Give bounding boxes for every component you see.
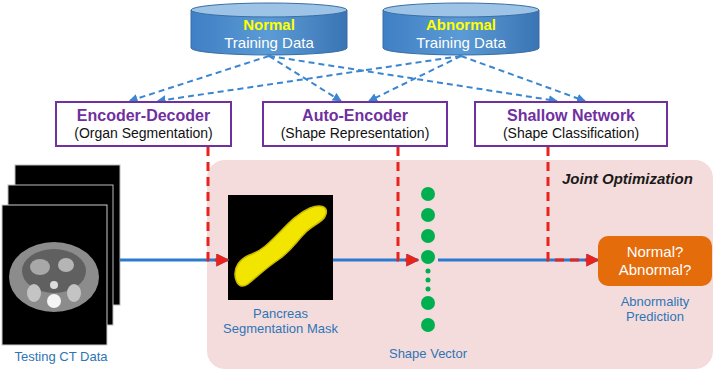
image-node: Pancreas Segmentation Mask — [228, 195, 333, 300]
optimization-arrow — [548, 147, 598, 260]
database-cylinder: AbnormalTraining Data — [382, 2, 540, 56]
box-subtitle: (Shape Representation) — [281, 125, 430, 142]
cylinder-title: Normal — [243, 16, 295, 34]
caption-label: Abnormality Prediction — [600, 294, 710, 324]
process-box: Encoder-Decoder(Organ Segmentation) — [55, 101, 232, 147]
box-subtitle: (Shape Classification) — [503, 125, 639, 142]
training-arrow — [158, 56, 462, 101]
process-box: Auto-Encoder(Shape Representation) — [262, 101, 448, 147]
cylinder-title: Abnormal — [426, 16, 496, 34]
caption-label: Testing CT Data — [6, 349, 116, 364]
training-arrow — [269, 56, 341, 101]
image-node: Shape Vector — [418, 186, 438, 332]
shape-vector-dots — [421, 187, 435, 332]
caption-label: Pancreas Segmentation Mask — [221, 306, 341, 336]
result-box: Normal? Abnormal?Abnormality Prediction — [598, 236, 712, 286]
segmentation-mask — [228, 195, 333, 300]
ct-slices — [2, 165, 120, 345]
box-title: Auto-Encoder — [302, 106, 408, 125]
caption-label: Shape Vector — [378, 346, 478, 361]
data-flow-arrow — [120, 259, 228, 262]
training-arrow — [369, 56, 461, 101]
database-cylinder: NormalTraining Data — [190, 2, 348, 56]
cylinder-subtitle: Training Data — [224, 34, 314, 52]
image-node: Testing CT Data — [2, 165, 120, 345]
joint-region: Pancreas Segmentation MaskShape VectorNo… — [207, 160, 713, 369]
joint-region-fill — [207, 160, 713, 369]
optimization-arrow — [208, 147, 228, 260]
box-title: Shallow Network — [507, 106, 635, 125]
region-label: Joint Optimization — [562, 170, 693, 187]
optimization-arrow — [398, 147, 418, 260]
process-box: Shallow Network(Shape Classification) — [474, 101, 668, 147]
training-arrow — [461, 56, 585, 101]
box-subtitle: (Organ Segmentation) — [74, 125, 213, 142]
result-text: Normal? Abnormal? — [610, 243, 700, 279]
box-title: Encoder-Decoder — [77, 106, 210, 125]
cylinder-subtitle: Training Data — [416, 34, 506, 52]
